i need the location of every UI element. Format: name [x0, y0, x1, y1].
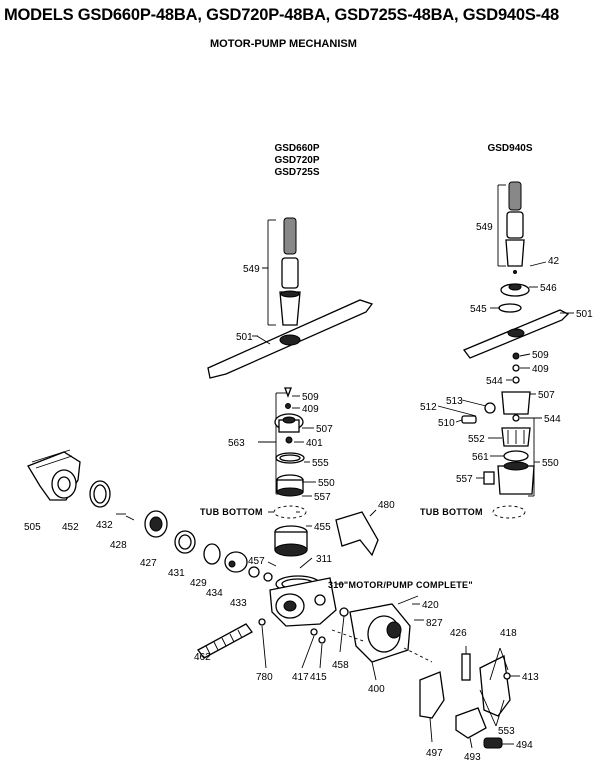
callout-513: 513 — [446, 396, 463, 407]
callout-462: 462 — [194, 652, 211, 663]
callout-458: 458 — [332, 660, 349, 671]
callout-557: 557 — [314, 492, 331, 503]
callout-431: 431 — [168, 568, 185, 579]
model-label-1: GSD660P — [274, 143, 320, 154]
mounting-bracket-parts — [419, 647, 511, 749]
callout-418: 418 — [500, 628, 517, 639]
callout-557-right: 557 — [456, 474, 473, 485]
callout-827: 827 — [426, 618, 443, 629]
callout-401: 401 — [306, 438, 323, 449]
callout-493: 493 — [464, 752, 481, 763]
callout-507: 507 — [316, 424, 333, 435]
callout-552: 552 — [468, 434, 485, 445]
callout-544: 544 — [486, 376, 503, 387]
motor-pump-housing — [269, 575, 349, 627]
model-label-2: GSD720P — [274, 155, 320, 166]
pump-cover-part — [274, 525, 308, 557]
tub-bottom-label-left: TUB BOTTOM — [200, 507, 263, 517]
callout-434: 434 — [206, 588, 223, 599]
callout-546: 546 — [540, 283, 557, 294]
callout-549-right: 549 — [476, 222, 493, 233]
wash-arm-support-assembly — [258, 387, 305, 497]
spray-arm-right-hub — [507, 328, 525, 338]
page-subtitle: MOTOR-PUMP MECHANISM — [210, 38, 357, 50]
callout-426: 426 — [450, 628, 467, 639]
callout-480: 480 — [378, 500, 395, 511]
callout-507-right: 507 — [538, 390, 555, 401]
callout-409-right: 409 — [532, 364, 549, 375]
callout-780: 780 — [256, 672, 273, 683]
callout-545: 545 — [470, 304, 487, 315]
callout-497: 497 — [426, 748, 443, 759]
motor-pump-complete-label: 310"MOTOR/PUMP COMPLETE" — [328, 580, 473, 590]
callout-428: 428 — [110, 540, 127, 551]
callout-432: 432 — [96, 520, 113, 531]
tub-bottom-label-right: TUB BOTTOM — [420, 507, 483, 517]
tube-assembly-right — [497, 181, 530, 313]
callout-555: 555 — [312, 458, 329, 469]
callout-563: 563 — [228, 438, 245, 449]
callout-494: 494 — [516, 740, 533, 751]
callout-429: 429 — [190, 578, 207, 589]
right-lower-assembly — [461, 352, 535, 497]
sump-inlet-parts — [27, 449, 273, 582]
leader-lines — [116, 261, 574, 749]
hardware-417 — [310, 628, 318, 636]
callout-553: 553 — [498, 726, 515, 737]
callout-544-lower: 544 — [544, 414, 561, 425]
callout-311: 311 — [316, 554, 332, 565]
motor-part — [331, 595, 433, 663]
hardware-780 — [258, 618, 266, 626]
callout-509: 509 — [302, 392, 319, 403]
callout-400: 400 — [368, 684, 385, 695]
callout-413: 413 — [522, 672, 539, 683]
callout-501: 501 — [236, 332, 253, 343]
callout-455: 455 — [314, 522, 331, 533]
left-column-models: GSD660P GSD720P GSD725S — [262, 143, 332, 179]
hardware-415 — [318, 636, 326, 644]
tube-assembly-left — [262, 217, 301, 326]
callout-510: 510 — [438, 418, 455, 429]
callout-509-right: 509 — [532, 350, 549, 361]
callout-42: 42 — [548, 256, 560, 267]
tub-bottom-outline-left — [273, 505, 307, 519]
callout-512: 512 — [420, 402, 437, 413]
tub-bottom-outline-right — [492, 505, 526, 519]
duct-part — [335, 511, 379, 557]
callout-549: 549 — [243, 264, 260, 275]
drain-hose-part — [197, 623, 253, 659]
callout-501-right: 501 — [576, 309, 593, 320]
callout-550-right: 550 — [542, 458, 559, 469]
callout-561: 561 — [472, 452, 489, 463]
model-label-3: GSD725S — [274, 167, 320, 178]
callout-427: 427 — [140, 558, 157, 569]
callout-420: 420 — [422, 600, 439, 611]
page-title: MODELS GSD660P-48BA, GSD720P-48BA, GSD72… — [4, 6, 559, 24]
callout-505: 505 — [24, 522, 41, 533]
right-column-model: GSD940S — [487, 143, 533, 154]
callout-415: 415 — [310, 672, 327, 683]
callout-417: 417 — [292, 672, 309, 683]
drain-hose-ribs — [205, 629, 243, 655]
callout-457: 457 — [248, 556, 265, 567]
callout-452: 452 — [62, 522, 79, 533]
callout-409: 409 — [302, 404, 319, 415]
callout-433: 433 — [230, 598, 247, 609]
spray-arm-left — [207, 299, 374, 379]
callout-550: 550 — [318, 478, 335, 489]
